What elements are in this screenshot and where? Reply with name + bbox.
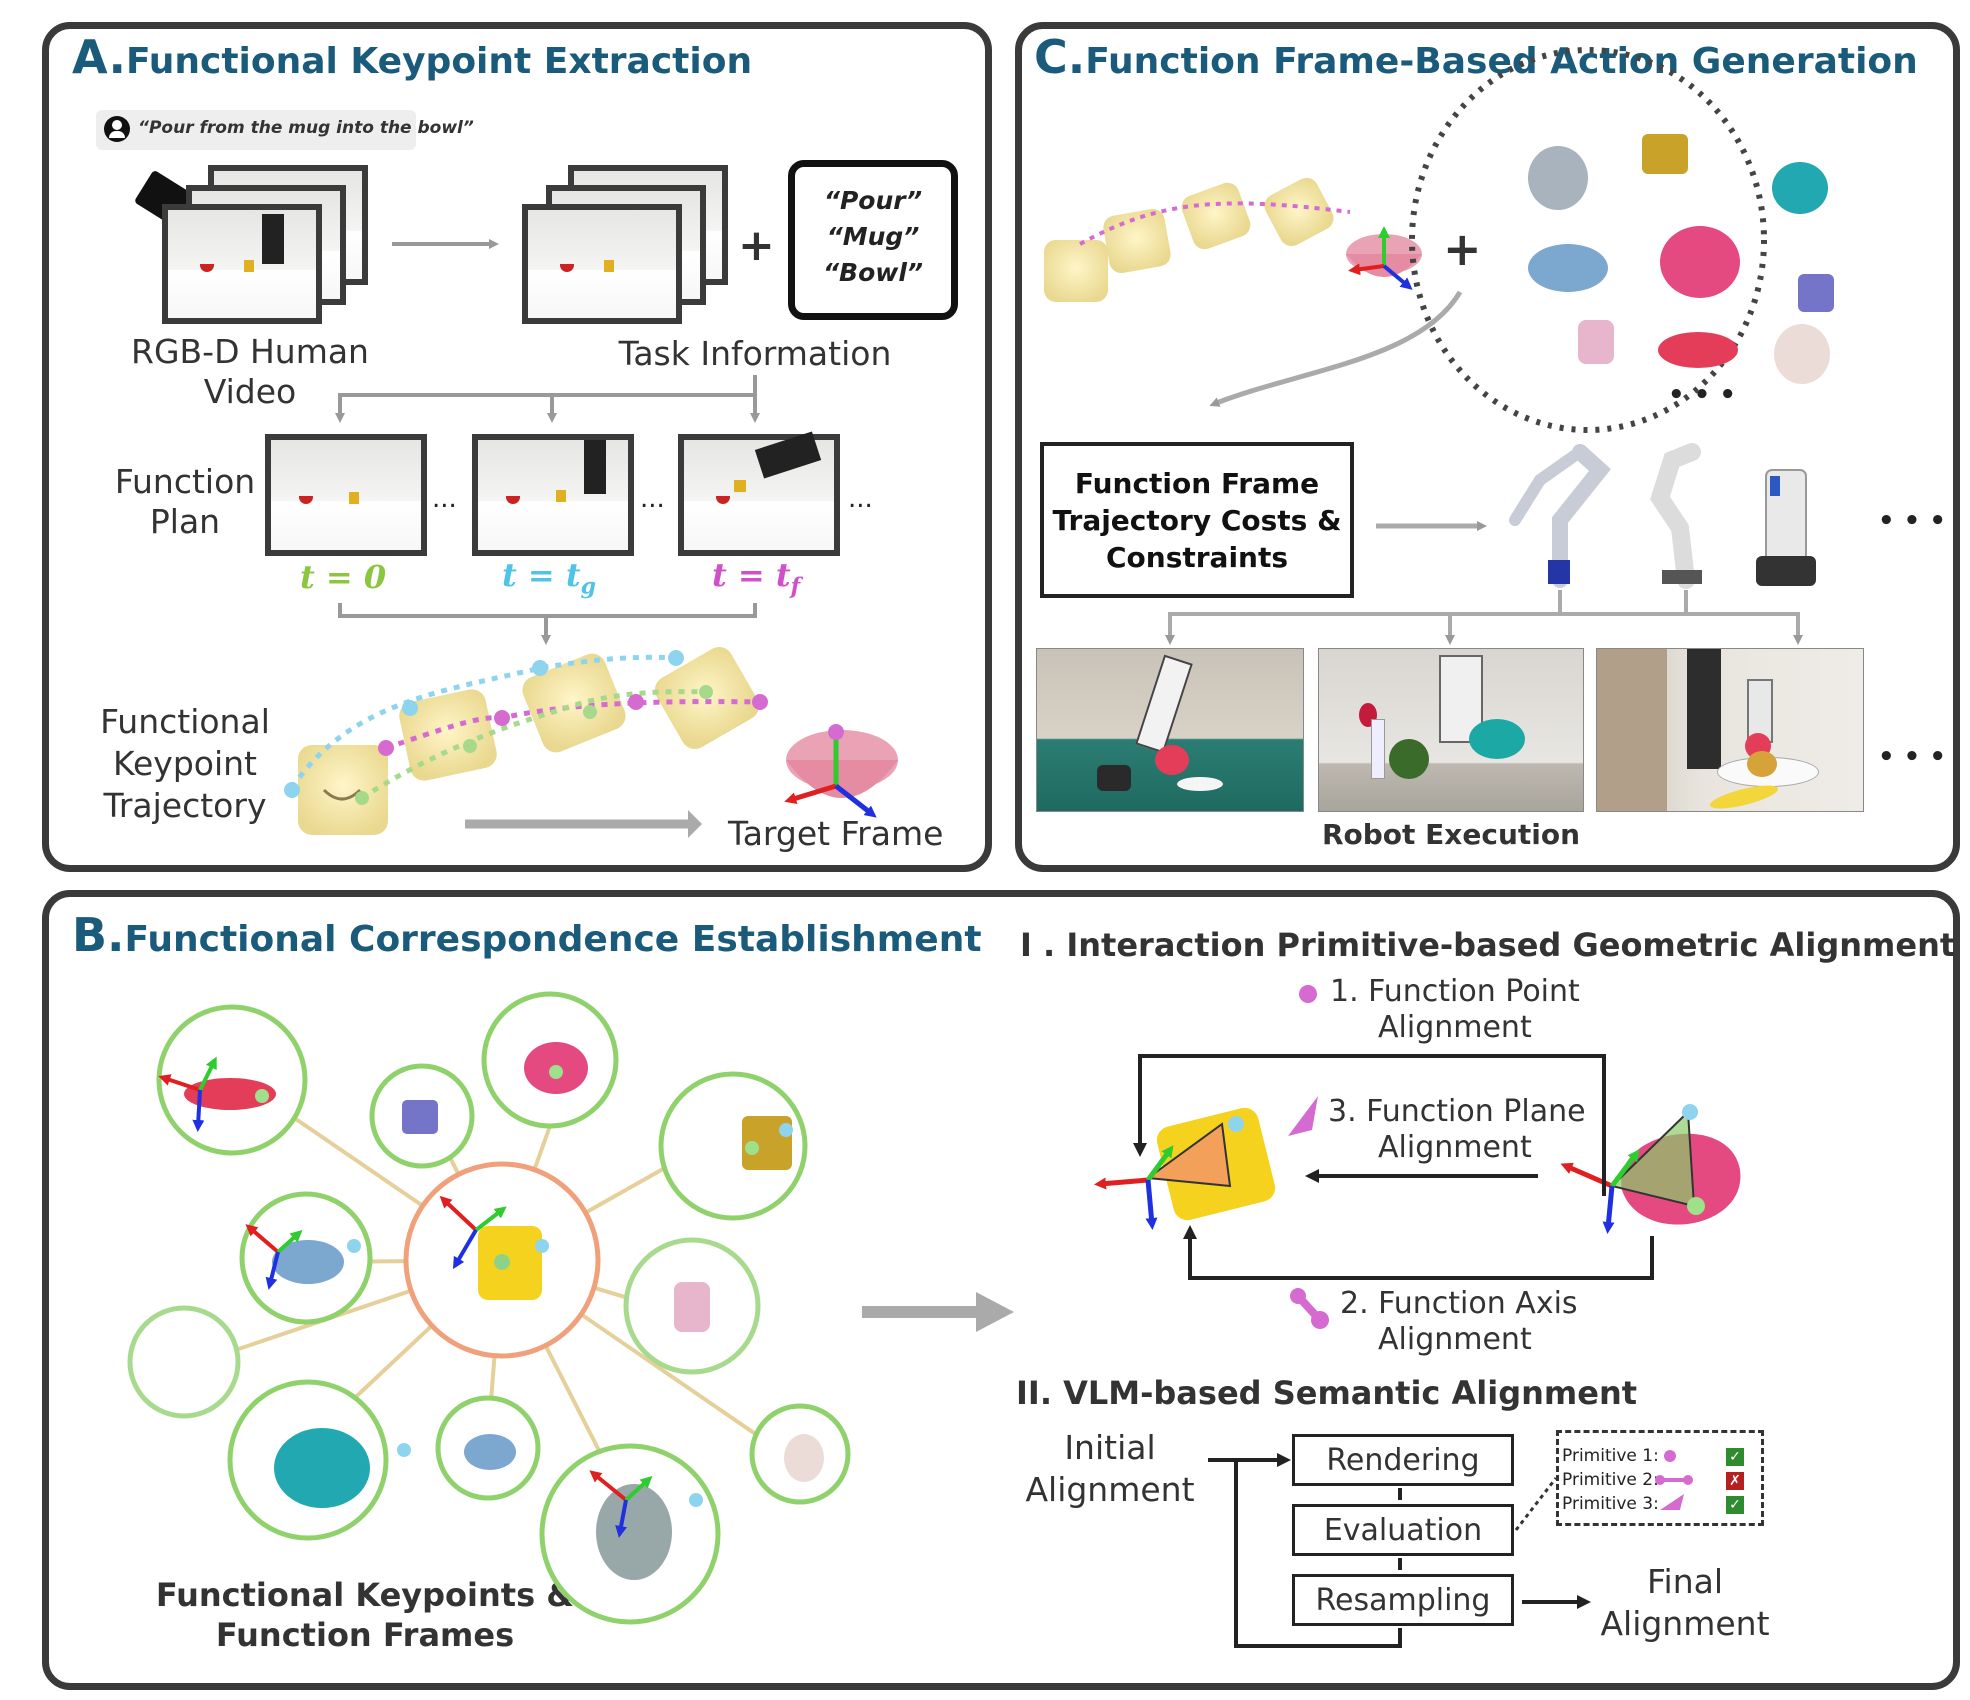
task-word-mug: “Mug” [826,222,920,251]
alignment-diagram [1094,1104,1741,1234]
plan-frame-t0 [265,434,427,556]
final-label-2: Alignment [1600,1604,1770,1643]
check-icon-1: ✓ [1726,1448,1744,1466]
execution-photo-2 [1318,648,1584,812]
panel-a-title: A.Functional Keypoint Extraction [72,30,753,84]
robot-execution-label: Robot Execution [1321,818,1581,851]
plan-ellipsis-1: ... [432,484,457,514]
video-label-2: Video [203,372,297,411]
alignment-arrows [1133,1054,1654,1280]
task-word-bowl: “Bowl” [822,258,924,287]
instruction-text: “Pour from the mug into the bowl” [138,118,474,138]
task-label: Task Information [618,334,892,373]
execution-photo-3 [1596,648,1864,812]
primitive-2-label: Primitive 2: [1562,1470,1659,1490]
fp-label-1: 1. Function Point [1330,974,1580,1009]
fpl-label-2: Alignment [1378,1130,1532,1165]
user-icon [104,116,130,142]
keypoint-trajectories [289,654,761,801]
vlm-flow-arrows [1208,1453,1591,1648]
cross-icon-2: ✗ [1726,1472,1744,1490]
evaluation-box: Evaluation [1292,1504,1514,1556]
target-bowl [784,724,898,818]
execution-photo-1 [1036,648,1304,812]
function-point-icon [1299,985,1317,1003]
panel-b-title: B.Functional Correspondence Establishmen… [72,908,982,962]
costs-box: Function Frame Trajectory Costs & Constr… [1040,442,1354,598]
evaluation-to-checklist-link [1514,1477,1558,1531]
graph-objects [184,1042,824,1580]
plan-label-2: Plan [149,502,221,541]
primitive-1-label: Primitive 1: [1562,1446,1659,1466]
plan-ellipsis-2: ... [640,484,665,514]
check-icon-3: ✓ [1726,1496,1744,1514]
time-t0: t = 0 [300,558,387,596]
resampling-box: Resampling [1292,1574,1514,1626]
task-note [788,160,958,320]
instruction-chip [96,110,416,150]
panel-a-arrows [335,239,760,645]
initial-label-1: Initial [1064,1428,1156,1467]
graph-footer-1: Functional Keypoints & [155,1576,575,1614]
plan-frame-tf [678,431,840,556]
primitive-3-label: Primitive 3: [1562,1494,1659,1514]
panel-c-mug-trajectory [1044,177,1422,302]
object-set [1528,134,1834,384]
exec-ellipsis: • • • [1878,742,1946,772]
function-plane-icon [1288,1096,1318,1136]
primitive-icons [1655,1450,1693,1510]
traj-label-2: Keypoint [113,744,257,783]
robots-ellipsis: • • • [1878,506,1946,536]
fa-label-1: 2. Function Axis [1340,1286,1578,1321]
b-center-arrow-head [976,1292,1014,1332]
task-word-pour: “Pour” [823,186,923,215]
graph-footer-2: Function Frames [215,1616,515,1654]
robots-to-exec-arrows [1165,590,1803,645]
graph-keypoints [255,1065,793,1507]
target-arrow-head [688,810,702,838]
plan-frame-tg [472,434,634,556]
time-tg: t = tg [502,556,597,600]
fa-label-2: Alignment [1378,1322,1532,1357]
target-frame-label: Target Frame [728,814,944,853]
plus-a: + [738,220,775,271]
function-axis-icon [1290,1288,1329,1329]
section1-title: I . Interaction Primitive-based Geometri… [1020,926,1956,964]
video-frame-1 [162,204,322,324]
plus-c: + [1443,222,1482,276]
trajectory-mugs [298,646,760,835]
plan-ellipsis-3: ... [848,484,873,514]
robots [1509,443,1816,589]
object-set-boundary [1409,47,1767,433]
plan-label-1: Function [114,462,256,501]
object-to-costs-arrow [1209,290,1463,407]
keypoint-dots [284,650,768,805]
time-tf: t = tf [712,556,801,600]
rendering-box: Rendering [1292,1434,1514,1486]
final-label-1: Final [1646,1562,1724,1601]
primitive-checklist [1556,1430,1764,1526]
fpl-label-1: 3. Function Plane [1328,1094,1586,1129]
video-label-1: RGB-D Human [131,332,369,371]
fp-label-2: Alignment [1378,1010,1532,1045]
traj-label-1: Functional [100,702,270,741]
processed-frame-1 [522,204,682,324]
graph-frames [158,1056,653,1538]
initial-label-2: Alignment [1025,1470,1195,1509]
traj-label-3: Trajectory [103,786,267,825]
section2-title: II. VLM-based Semantic Alignment [1016,1374,1638,1412]
